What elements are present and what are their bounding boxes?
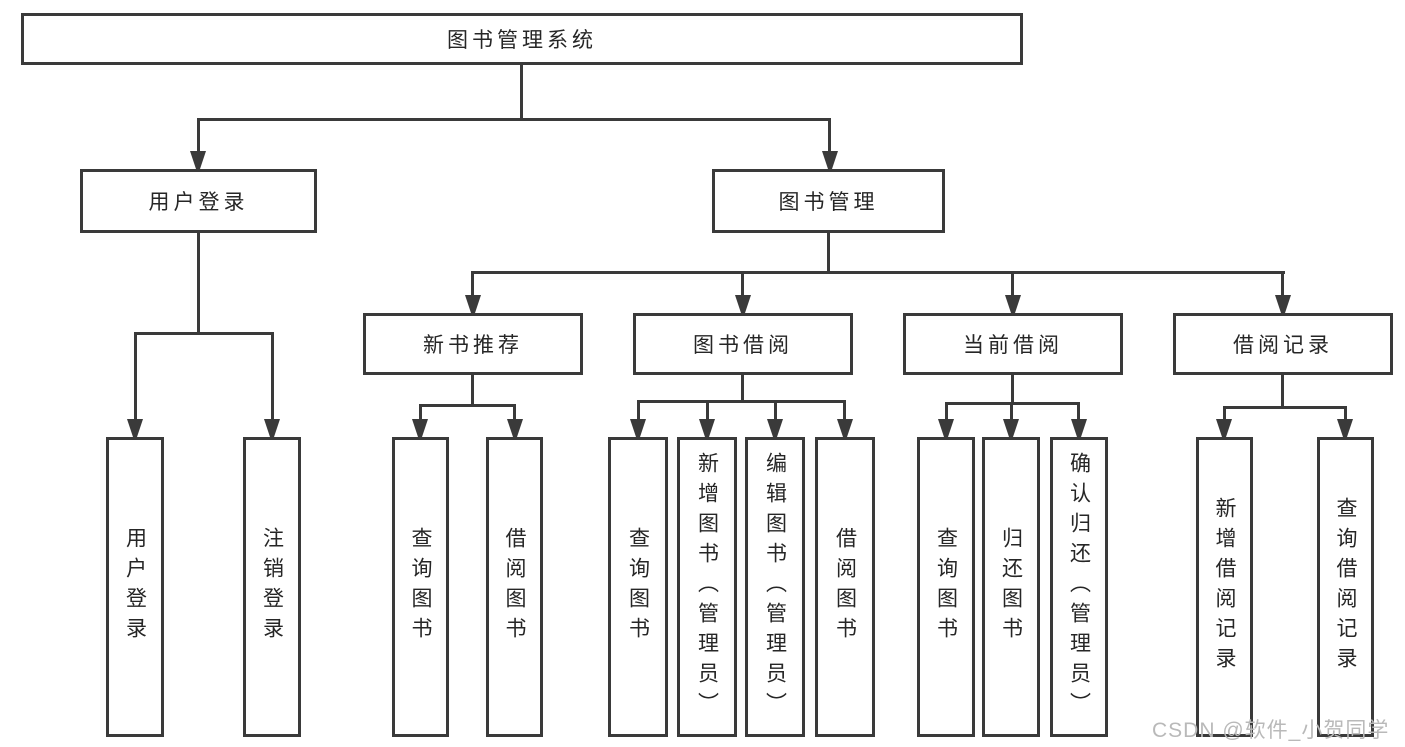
node-user-login-label: 用户登录 (148, 191, 249, 214)
node-cb-confirm-return-admin-label: 确认归还（管理员） (1067, 452, 1091, 722)
node-bb-add-books-admin-label: 新增图书（管理员） (695, 452, 719, 722)
connector-drop-bb-add (706, 401, 709, 423)
node-new-book-recommend: 新书推荐 (363, 313, 583, 375)
node-new-book-recommend-label: 新书推荐 (423, 334, 523, 357)
connector-drop-bb-borrow (843, 401, 846, 423)
node-book-borrowing-label: 图书借阅 (693, 334, 793, 357)
connector-drop-nbr-query (419, 405, 422, 423)
connector-drop-br-add (1223, 407, 1226, 423)
connector-level2-bus (197, 118, 831, 121)
connector-book-management-stem (827, 233, 830, 274)
node-book-borrowing: 图书借阅 (633, 313, 853, 375)
connector-drop-nbr-borrow (513, 405, 516, 423)
node-bb-query-books: 查询图书 (608, 437, 668, 737)
connector-user-login-bus (134, 332, 274, 335)
node-borrowing-records: 借阅记录 (1173, 313, 1393, 375)
node-current-borrowing: 当前借阅 (903, 313, 1123, 375)
node-leaf-user-login-label: 用户登录 (123, 527, 147, 647)
node-leaf-user-login: 用户登录 (106, 437, 164, 737)
connector-bb-stem (741, 375, 744, 403)
node-bb-edit-books-admin-label: 编辑图书（管理员） (763, 452, 787, 722)
node-cb-query-books: 查询图书 (917, 437, 975, 737)
node-cb-confirm-return-admin: 确认归还（管理员） (1050, 437, 1108, 737)
connector-root-stem (520, 65, 523, 121)
connector-nbr-bus (419, 404, 516, 407)
node-root-label: 图书管理系统 (447, 29, 597, 52)
connector-drop-cb-confirm (1077, 403, 1080, 423)
connector-drop-bb-query (637, 401, 640, 423)
node-current-borrowing-label: 当前借阅 (963, 334, 1063, 357)
connector-br-stem (1281, 375, 1284, 409)
connector-drop-user-login (197, 119, 200, 153)
connector-br-bus (1223, 406, 1347, 409)
connector-level3-bus (471, 271, 1285, 274)
connector-drop-br-query (1344, 407, 1347, 423)
connector-drop-ul-user-login (134, 333, 137, 423)
connector-drop-book-borrowing (741, 272, 744, 299)
node-root: 图书管理系统 (21, 13, 1023, 65)
node-book-management-label: 图书管理 (778, 191, 879, 214)
node-nbr-borrow-books: 借阅图书 (486, 437, 543, 737)
node-cb-return-books: 归还图书 (982, 437, 1040, 737)
node-cb-query-books-label: 查询图书 (934, 527, 958, 647)
node-br-query-record: 查询借阅记录 (1317, 437, 1374, 737)
connector-drop-bb-edit (774, 401, 777, 423)
node-cb-return-books-label: 归还图书 (999, 527, 1023, 647)
watermark: CSDN @软件_小贺同学 (1152, 719, 1390, 742)
connector-drop-new-book-recommend (471, 272, 474, 299)
connector-cb-stem (1011, 375, 1014, 405)
node-bb-add-books-admin: 新增图书（管理员） (677, 437, 737, 737)
node-user-login: 用户登录 (80, 169, 317, 233)
connector-drop-current-borrowing (1011, 272, 1014, 299)
node-br-add-record-label: 新增借阅记录 (1213, 497, 1236, 677)
node-nbr-query-books-label: 查询图书 (409, 527, 432, 647)
node-nbr-query-books: 查询图书 (392, 437, 449, 737)
node-bb-borrow-books-label: 借阅图书 (833, 527, 857, 647)
connector-drop-ul-logout (271, 333, 274, 423)
connector-drop-borrowing-records (1281, 272, 1284, 299)
node-bb-borrow-books: 借阅图书 (815, 437, 875, 737)
node-book-management: 图书管理 (712, 169, 945, 233)
connector-nbr-stem (471, 375, 474, 407)
connector-drop-cb-query (945, 403, 948, 423)
node-nbr-borrow-books-label: 借阅图书 (503, 527, 526, 647)
node-borrowing-records-label: 借阅记录 (1233, 334, 1333, 357)
node-bb-query-books-label: 查询图书 (626, 527, 650, 647)
connector-drop-book-management (828, 119, 831, 153)
node-bb-edit-books-admin: 编辑图书（管理员） (745, 437, 805, 737)
node-leaf-logout-label: 注销登录 (260, 527, 284, 647)
connector-user-login-stem (197, 233, 200, 335)
node-leaf-logout: 注销登录 (243, 437, 301, 737)
connector-drop-cb-return (1010, 403, 1013, 423)
connector-bb-bus (637, 400, 846, 403)
node-br-add-record: 新增借阅记录 (1196, 437, 1253, 737)
node-br-query-record-label: 查询借阅记录 (1334, 497, 1357, 677)
